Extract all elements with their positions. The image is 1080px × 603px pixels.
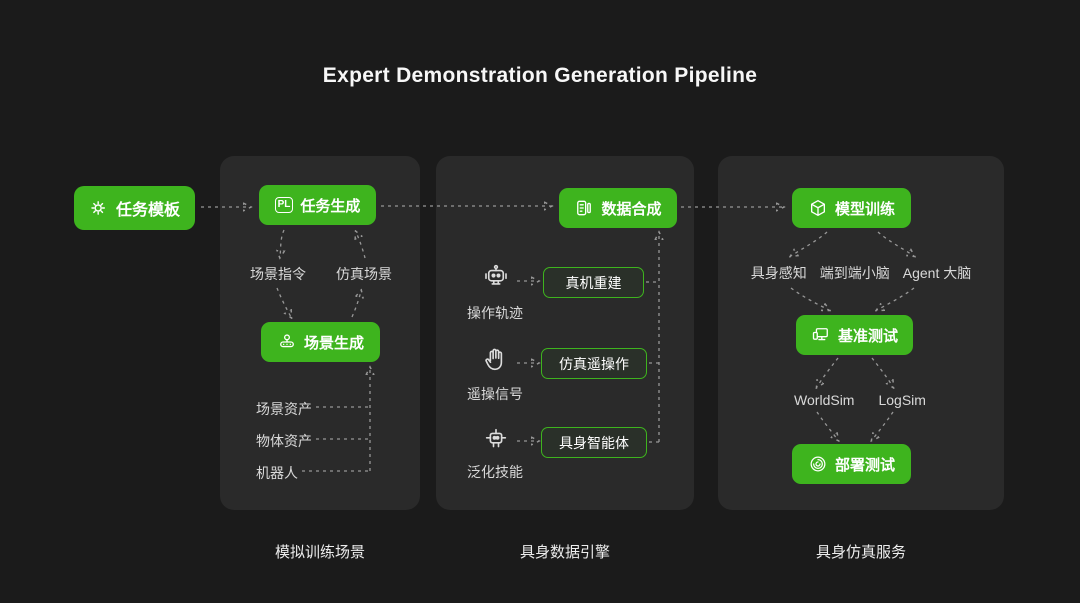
logsim-label: LogSim	[878, 392, 926, 408]
brains-row: 具身感知 端到端小脑 Agent 大脑	[726, 263, 996, 283]
deployment-test-button[interactable]: 部署测试	[792, 444, 911, 484]
embodied-perception-label: 具身感知	[750, 265, 807, 281]
simulation-scene-label: 仿真场景	[336, 266, 392, 282]
real-machine-reconstruction-label: 真机重建	[565, 274, 622, 291]
simulated-teleoperation-box[interactable]: 仿真遥操作	[541, 348, 647, 379]
robot-head-icon	[481, 262, 511, 292]
real-machine-reconstruction-box[interactable]: 真机重建	[543, 267, 644, 298]
caption-embodied-data-engine: 具身数据引擎	[519, 544, 610, 561]
deployment-test-label: 部署测试	[834, 456, 895, 474]
caption-embodied-simulation-service: 具身仿真服务	[815, 544, 906, 561]
scene-generation-label: 场景生成	[303, 334, 364, 352]
operation-trajectory-label: 操作轨迹	[467, 305, 523, 321]
sims-row: WorldSim LogSim	[752, 392, 968, 408]
embodied-agent-box[interactable]: 具身智能体	[541, 427, 647, 458]
robots-label: 机器人	[256, 465, 298, 481]
robot-icon	[277, 332, 297, 352]
scene-generation-button[interactable]: 场景生成	[261, 322, 380, 362]
teleoperation-signal-label: 遥操信号	[467, 386, 523, 402]
spiral-circle-icon	[808, 454, 828, 474]
data-synthesis-button[interactable]: 数据合成	[559, 188, 677, 228]
document-list-icon	[574, 198, 594, 218]
glove-icon	[481, 344, 511, 374]
caption-simulated-training-scenes: 模拟训练场景	[274, 544, 365, 561]
embodied-agent-label: 具身智能体	[559, 434, 629, 451]
model-training-button[interactable]: 模型训练	[792, 188, 911, 228]
end-to-end-cerebellum-label: 端到端小脑	[819, 265, 890, 281]
task-template-button[interactable]: 任务模板	[74, 186, 195, 230]
generalized-skill-label: 泛化技能	[467, 464, 523, 480]
gears-icon	[89, 198, 109, 218]
small-robot-icon	[481, 424, 511, 454]
monitor-icon	[811, 325, 831, 345]
cube-icon	[808, 198, 828, 218]
task-template-label: 任务模板	[115, 202, 180, 219]
scene-assets-label: 场景资产	[256, 401, 312, 417]
page-title: Expert Demonstration Generation Pipeline	[322, 64, 758, 87]
scene-instruction-label: 场景指令	[250, 266, 306, 282]
benchmark-test-button[interactable]: 基准测试	[796, 315, 913, 355]
data-synthesis-label: 数据合成	[601, 200, 662, 218]
pl-badge-icon: PL	[274, 197, 294, 213]
worldsim-label: WorldSim	[794, 392, 855, 408]
task-generation-label: 任务生成	[300, 197, 361, 215]
model-training-label: 模型训练	[834, 200, 895, 218]
benchmark-test-label: 基准测试	[837, 327, 898, 345]
simulated-teleoperation-label: 仿真遥操作	[559, 355, 629, 372]
agent-brain-label: Agent 大脑	[902, 265, 972, 281]
task-generation-button[interactable]: PL 任务生成	[259, 185, 376, 225]
object-assets-label: 物体资产	[256, 433, 312, 449]
